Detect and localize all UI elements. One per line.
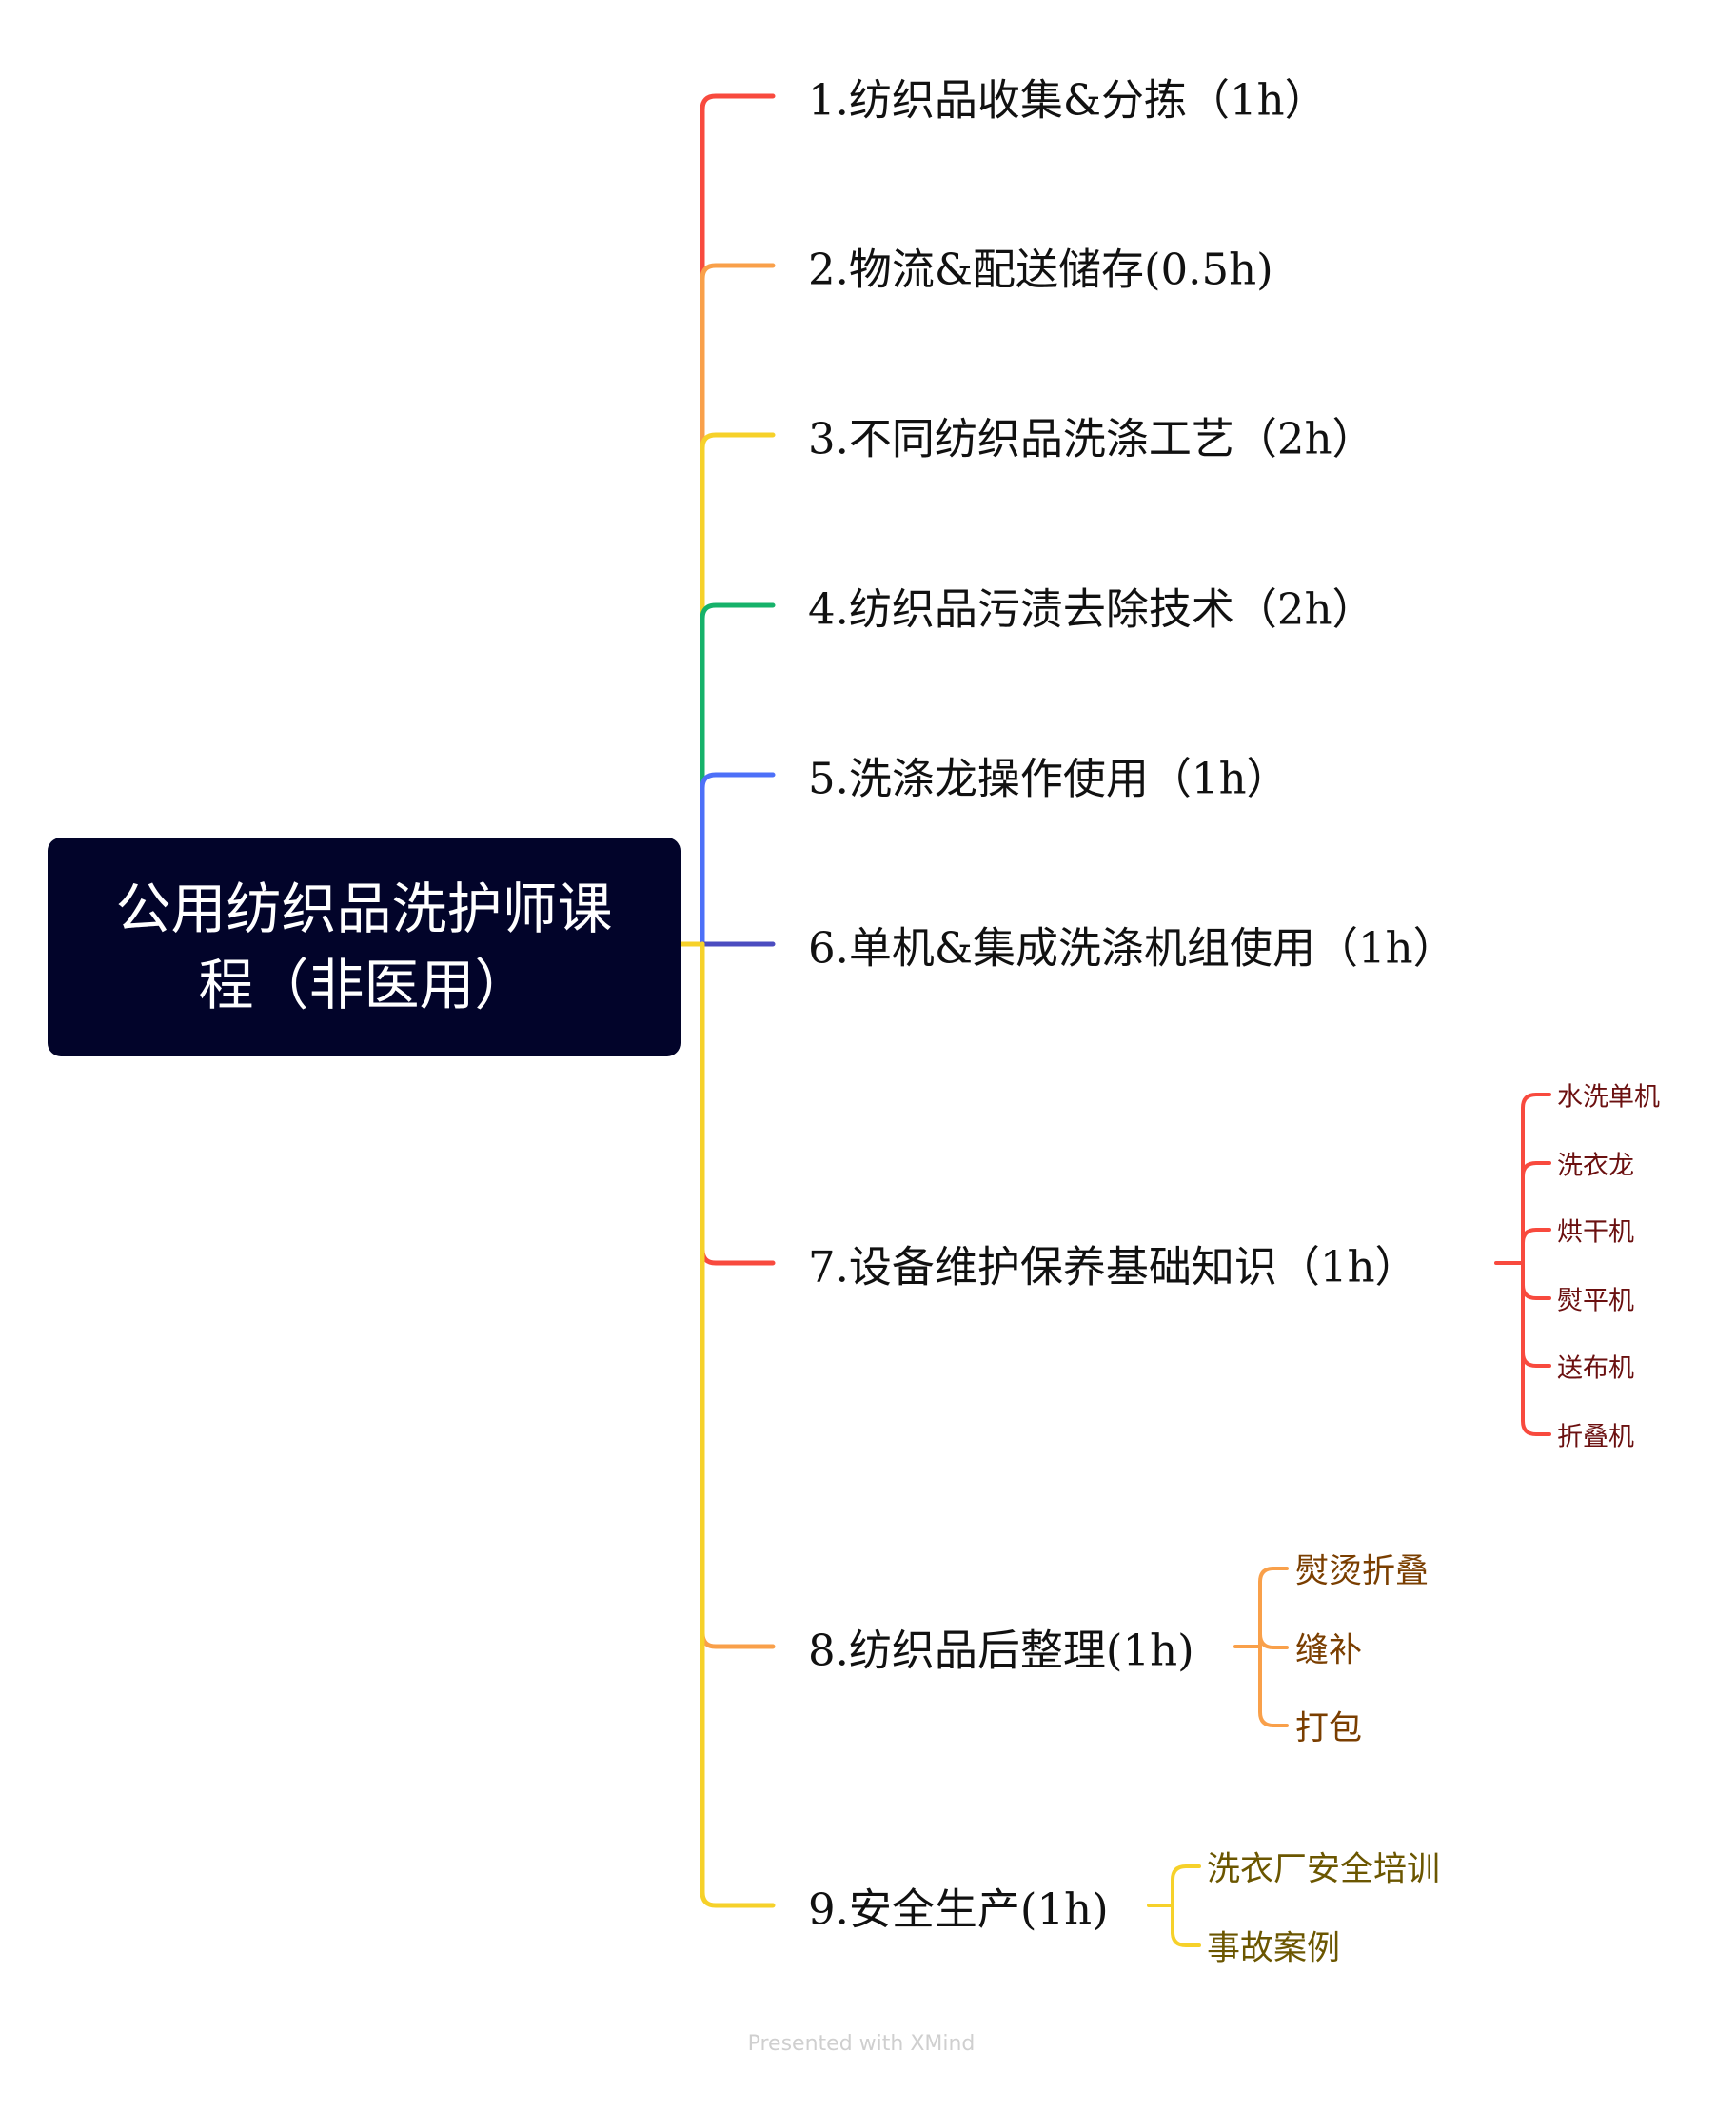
topic-6[interactable]: 6.单机&集成洗涤机组使用（1h）	[808, 922, 1456, 974]
topic-4[interactable]: 4.纺织品污渍去除技术（2h）	[808, 583, 1375, 635]
branch-line-7	[700, 941, 776, 1266]
subtopic[interactable]: 水洗单机	[1557, 1082, 1660, 1113]
sub-line-7	[1521, 1261, 1551, 1368]
sub-line-7	[1521, 1228, 1551, 1265]
subtopic[interactable]: 缝补	[1295, 1631, 1363, 1670]
footer-watermark: Presented with XMind	[747, 2032, 976, 2056]
subtopic[interactable]: 洗衣龙	[1557, 1151, 1634, 1181]
sub-line-7	[1521, 1261, 1551, 1436]
sub-line-7	[1521, 1161, 1551, 1265]
sub-line-7	[1521, 1093, 1551, 1265]
branch-line-8	[700, 941, 776, 1649]
topic-7[interactable]: 7.设备维护保养基础知识（1h）	[808, 1241, 1418, 1292]
branch-line-5	[700, 772, 776, 947]
subtopic[interactable]: 打包	[1295, 1709, 1363, 1748]
topic-2[interactable]: 2.物流&配送储存(0.5h)	[808, 244, 1273, 295]
sub-line-8	[1258, 1645, 1289, 1727]
central-topic[interactable]: 公用纺织品洗护师课程（非医用）	[48, 838, 681, 1056]
subtopic[interactable]: 洗衣厂安全培训	[1207, 1850, 1441, 1889]
subtopic[interactable]: 熨平机	[1557, 1286, 1634, 1316]
sub-line-9	[1171, 1864, 1201, 1907]
topic-9[interactable]: 9.安全生产(1h)	[808, 1884, 1109, 1935]
branch-line-1	[700, 93, 776, 947]
sub-line-9	[1171, 1904, 1201, 1947]
topic-1[interactable]: 1.纺织品收集&分拣（1h）	[808, 74, 1328, 126]
subtopic[interactable]: 烘干机	[1557, 1217, 1634, 1248]
topic-5[interactable]: 5.洗涤龙操作使用（1h）	[808, 753, 1290, 804]
branch-line-2	[700, 263, 776, 947]
subtopic[interactable]: 事故案例	[1207, 1929, 1341, 1968]
branch-line-4	[700, 602, 776, 947]
topic-8[interactable]: 8.纺织品后整理(1h)	[808, 1625, 1194, 1676]
subtopic[interactable]: 熨烫折叠	[1295, 1552, 1430, 1591]
branch-line-9	[700, 941, 776, 1908]
central-topic-label: 公用纺织品洗护师课程（非医用）	[115, 877, 613, 1017]
subtopic[interactable]: 送布机	[1557, 1353, 1634, 1384]
topic-3[interactable]: 3.不同纺织品洗涤工艺（2h）	[808, 413, 1375, 464]
sub-line-7	[1521, 1261, 1551, 1300]
branch-line-3	[700, 432, 776, 947]
sub-line-8	[1258, 1567, 1289, 1648]
sub-line-8	[1258, 1633, 1289, 1649]
subtopic[interactable]: 折叠机	[1557, 1422, 1634, 1452]
